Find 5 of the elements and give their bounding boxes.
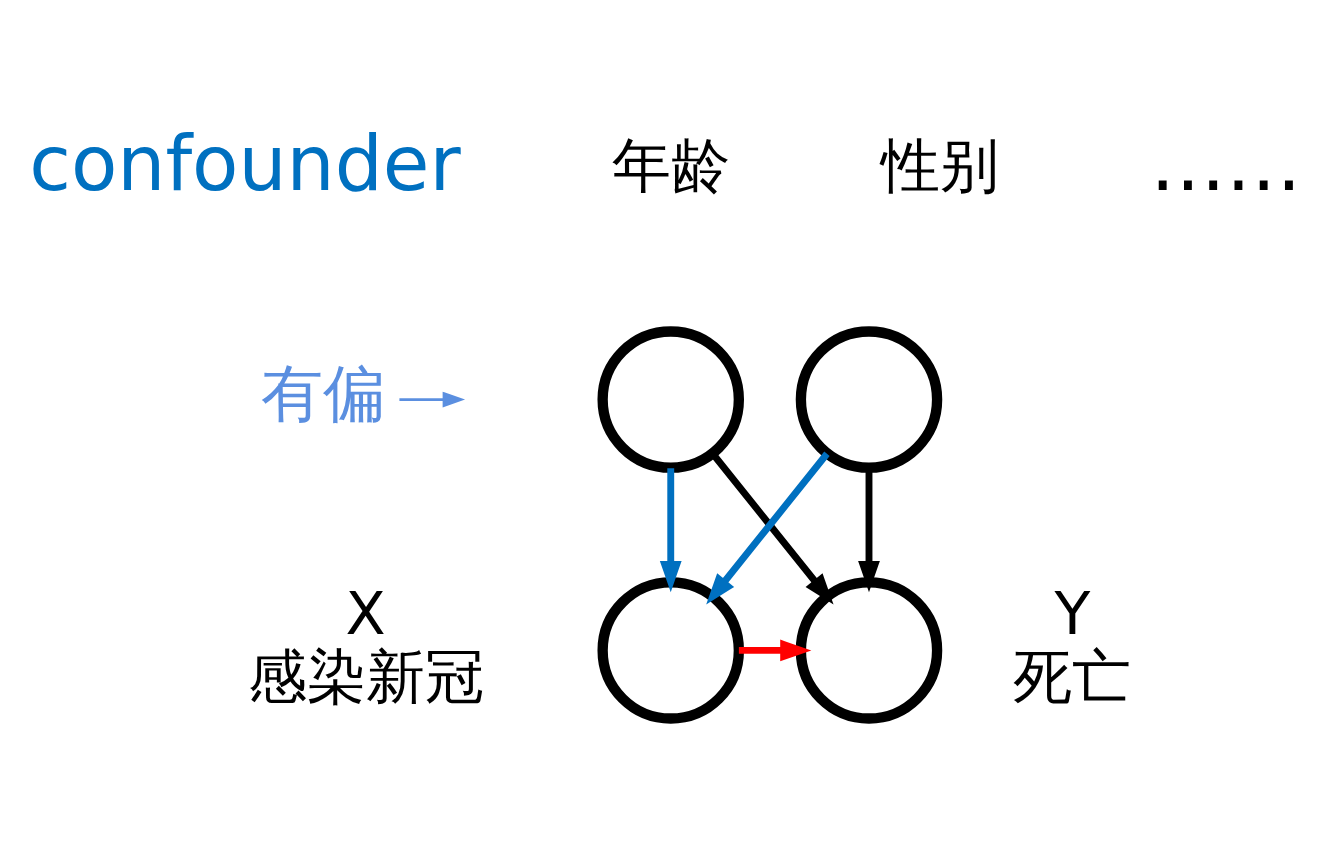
label: …… (1150, 119, 1302, 208)
node-text: 有偏 (260, 356, 385, 430)
node-label: 年龄 (611, 131, 730, 200)
label: confounder (29, 119, 461, 208)
node-label: 性别 (880, 131, 999, 200)
